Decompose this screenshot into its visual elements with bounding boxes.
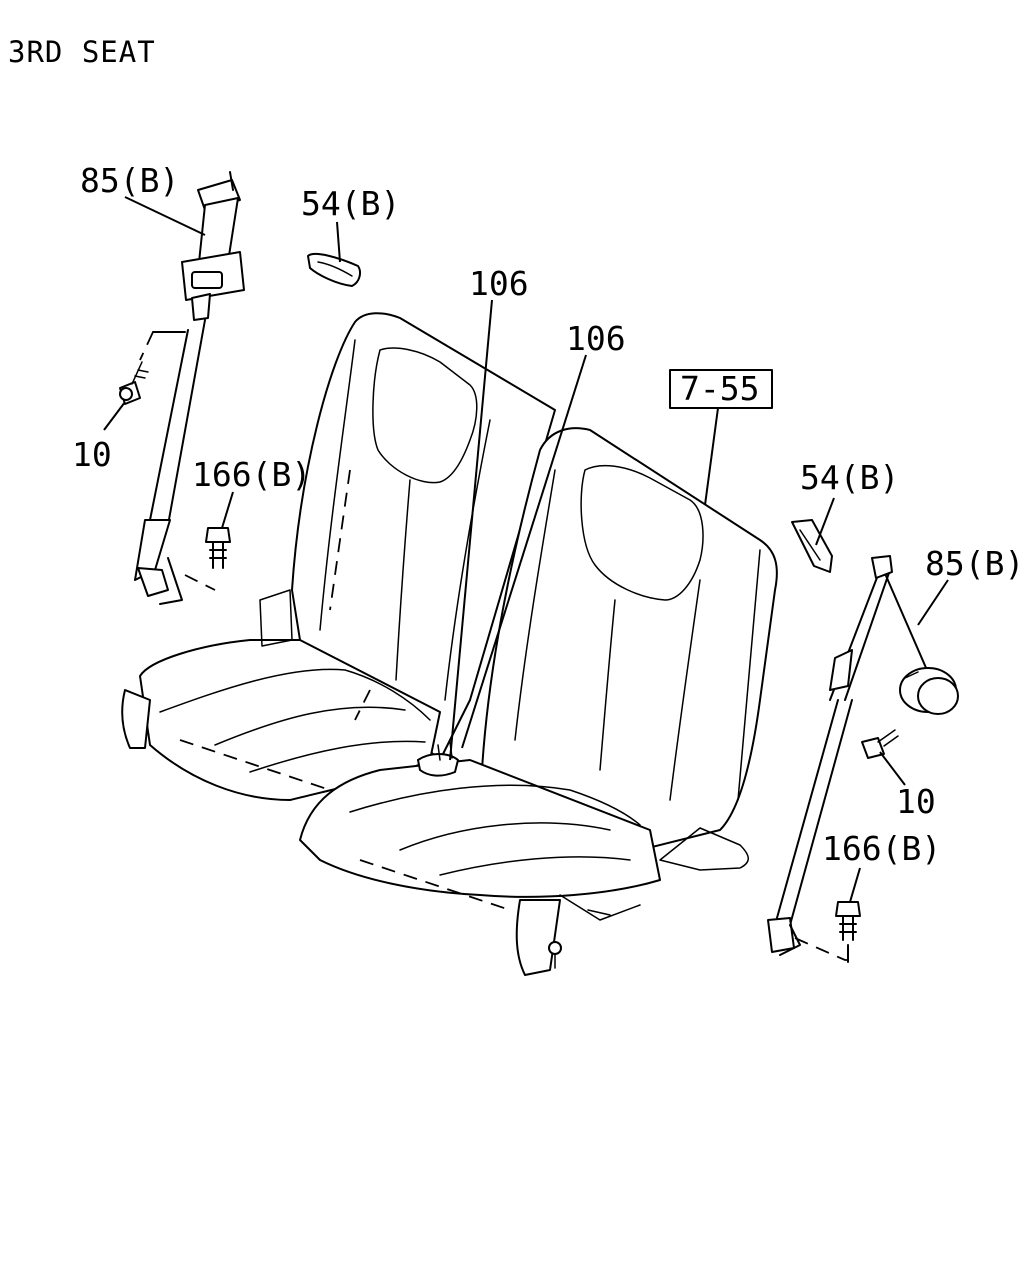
leader-lines (103, 196, 949, 903)
callout-10-left: 10 (72, 435, 112, 474)
diagram-title: 3RD SEAT (8, 35, 156, 69)
callout-54b-right: 54(B) (800, 458, 899, 497)
bolt-right (861, 729, 899, 759)
callout-85b-right: 85(B) (925, 544, 1024, 583)
third-row-seat (121, 312, 778, 976)
right-seat-back (479, 427, 778, 861)
callout-54b-left: 54(B) (301, 184, 400, 223)
bolt-left (119, 361, 149, 405)
callout-10-right: 10 (896, 782, 936, 821)
callout-166b-left: 166(B) (192, 455, 311, 494)
anchor-bolt-right (835, 901, 861, 941)
callout-85b-left: 85(B) (80, 161, 179, 200)
buckle-receptacles (417, 741, 459, 777)
callout-106-1: 106 (469, 264, 529, 303)
left-seat-belt (134, 171, 245, 605)
callout-166b-right: 166(B) (822, 829, 941, 868)
callout-106-2: 106 (566, 319, 626, 358)
left-seat-back (291, 312, 556, 761)
callout-7-55-box (669, 369, 773, 409)
right-seat-cushion (299, 759, 749, 976)
right-seat-belt (767, 555, 941, 963)
retractor-right (899, 667, 959, 715)
left-seat-cushion (121, 589, 441, 801)
cover-right (791, 519, 833, 573)
cover-left (307, 252, 361, 287)
callout-7-55: 7-55 (680, 369, 759, 408)
anchor-bolt-left (205, 527, 231, 569)
